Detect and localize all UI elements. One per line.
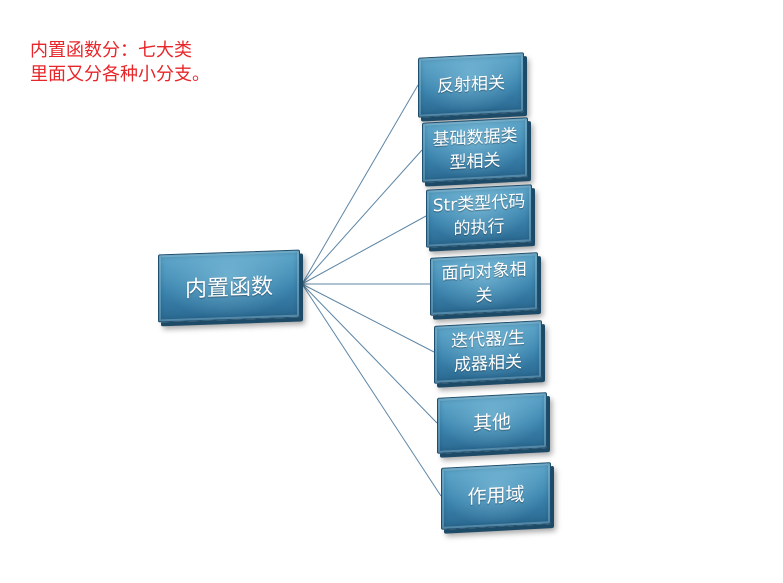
branch-label-line: 反射相关 bbox=[437, 73, 505, 97]
note-line-1: 内置函数分：七大类 bbox=[30, 40, 192, 60]
branch-label-line: 作用域 bbox=[467, 483, 525, 509]
branch-label-line: 关 bbox=[475, 285, 493, 307]
branch-label-line: 其他 bbox=[472, 411, 511, 435]
root-node-label: 内置函数 bbox=[184, 274, 273, 303]
branch-label-line: 基础数据类 bbox=[432, 125, 518, 151]
branch-node-basic-types: 基础数据类 型相关 bbox=[422, 117, 528, 183]
connector-others bbox=[301, 283, 438, 424]
branch-node-others: 其他 bbox=[437, 392, 547, 454]
connector-str-exec bbox=[301, 215, 427, 285]
connector-iterators bbox=[301, 283, 435, 353]
branch-label-line: 型相关 bbox=[449, 150, 501, 174]
note-line-2: 里面又分各种小分支。 bbox=[30, 64, 210, 84]
branch-label-line: Str类型代码 bbox=[432, 191, 526, 217]
root-node: 内置函数 bbox=[158, 249, 300, 323]
branch-node-oop: 面向对象相 关 bbox=[430, 252, 538, 316]
branch-label-line: 成器相关 bbox=[454, 352, 522, 376]
connector-scope bbox=[301, 283, 442, 497]
connector-reflection bbox=[301, 84, 419, 285]
branch-node-scope: 作用域 bbox=[441, 462, 551, 530]
branch-label-line: 面向对象相 bbox=[441, 259, 527, 285]
connector-basic-types bbox=[301, 149, 423, 285]
slide-note: 内置函数分：七大类 里面又分各种小分支。 bbox=[30, 38, 210, 86]
branch-node-reflection: 反射相关 bbox=[418, 52, 524, 118]
branch-label-line: 的执行 bbox=[453, 216, 505, 240]
branch-node-str-exec: Str类型代码 的执行 bbox=[426, 184, 532, 248]
branch-node-iterators: 迭代器/生 成器相关 bbox=[434, 320, 542, 384]
